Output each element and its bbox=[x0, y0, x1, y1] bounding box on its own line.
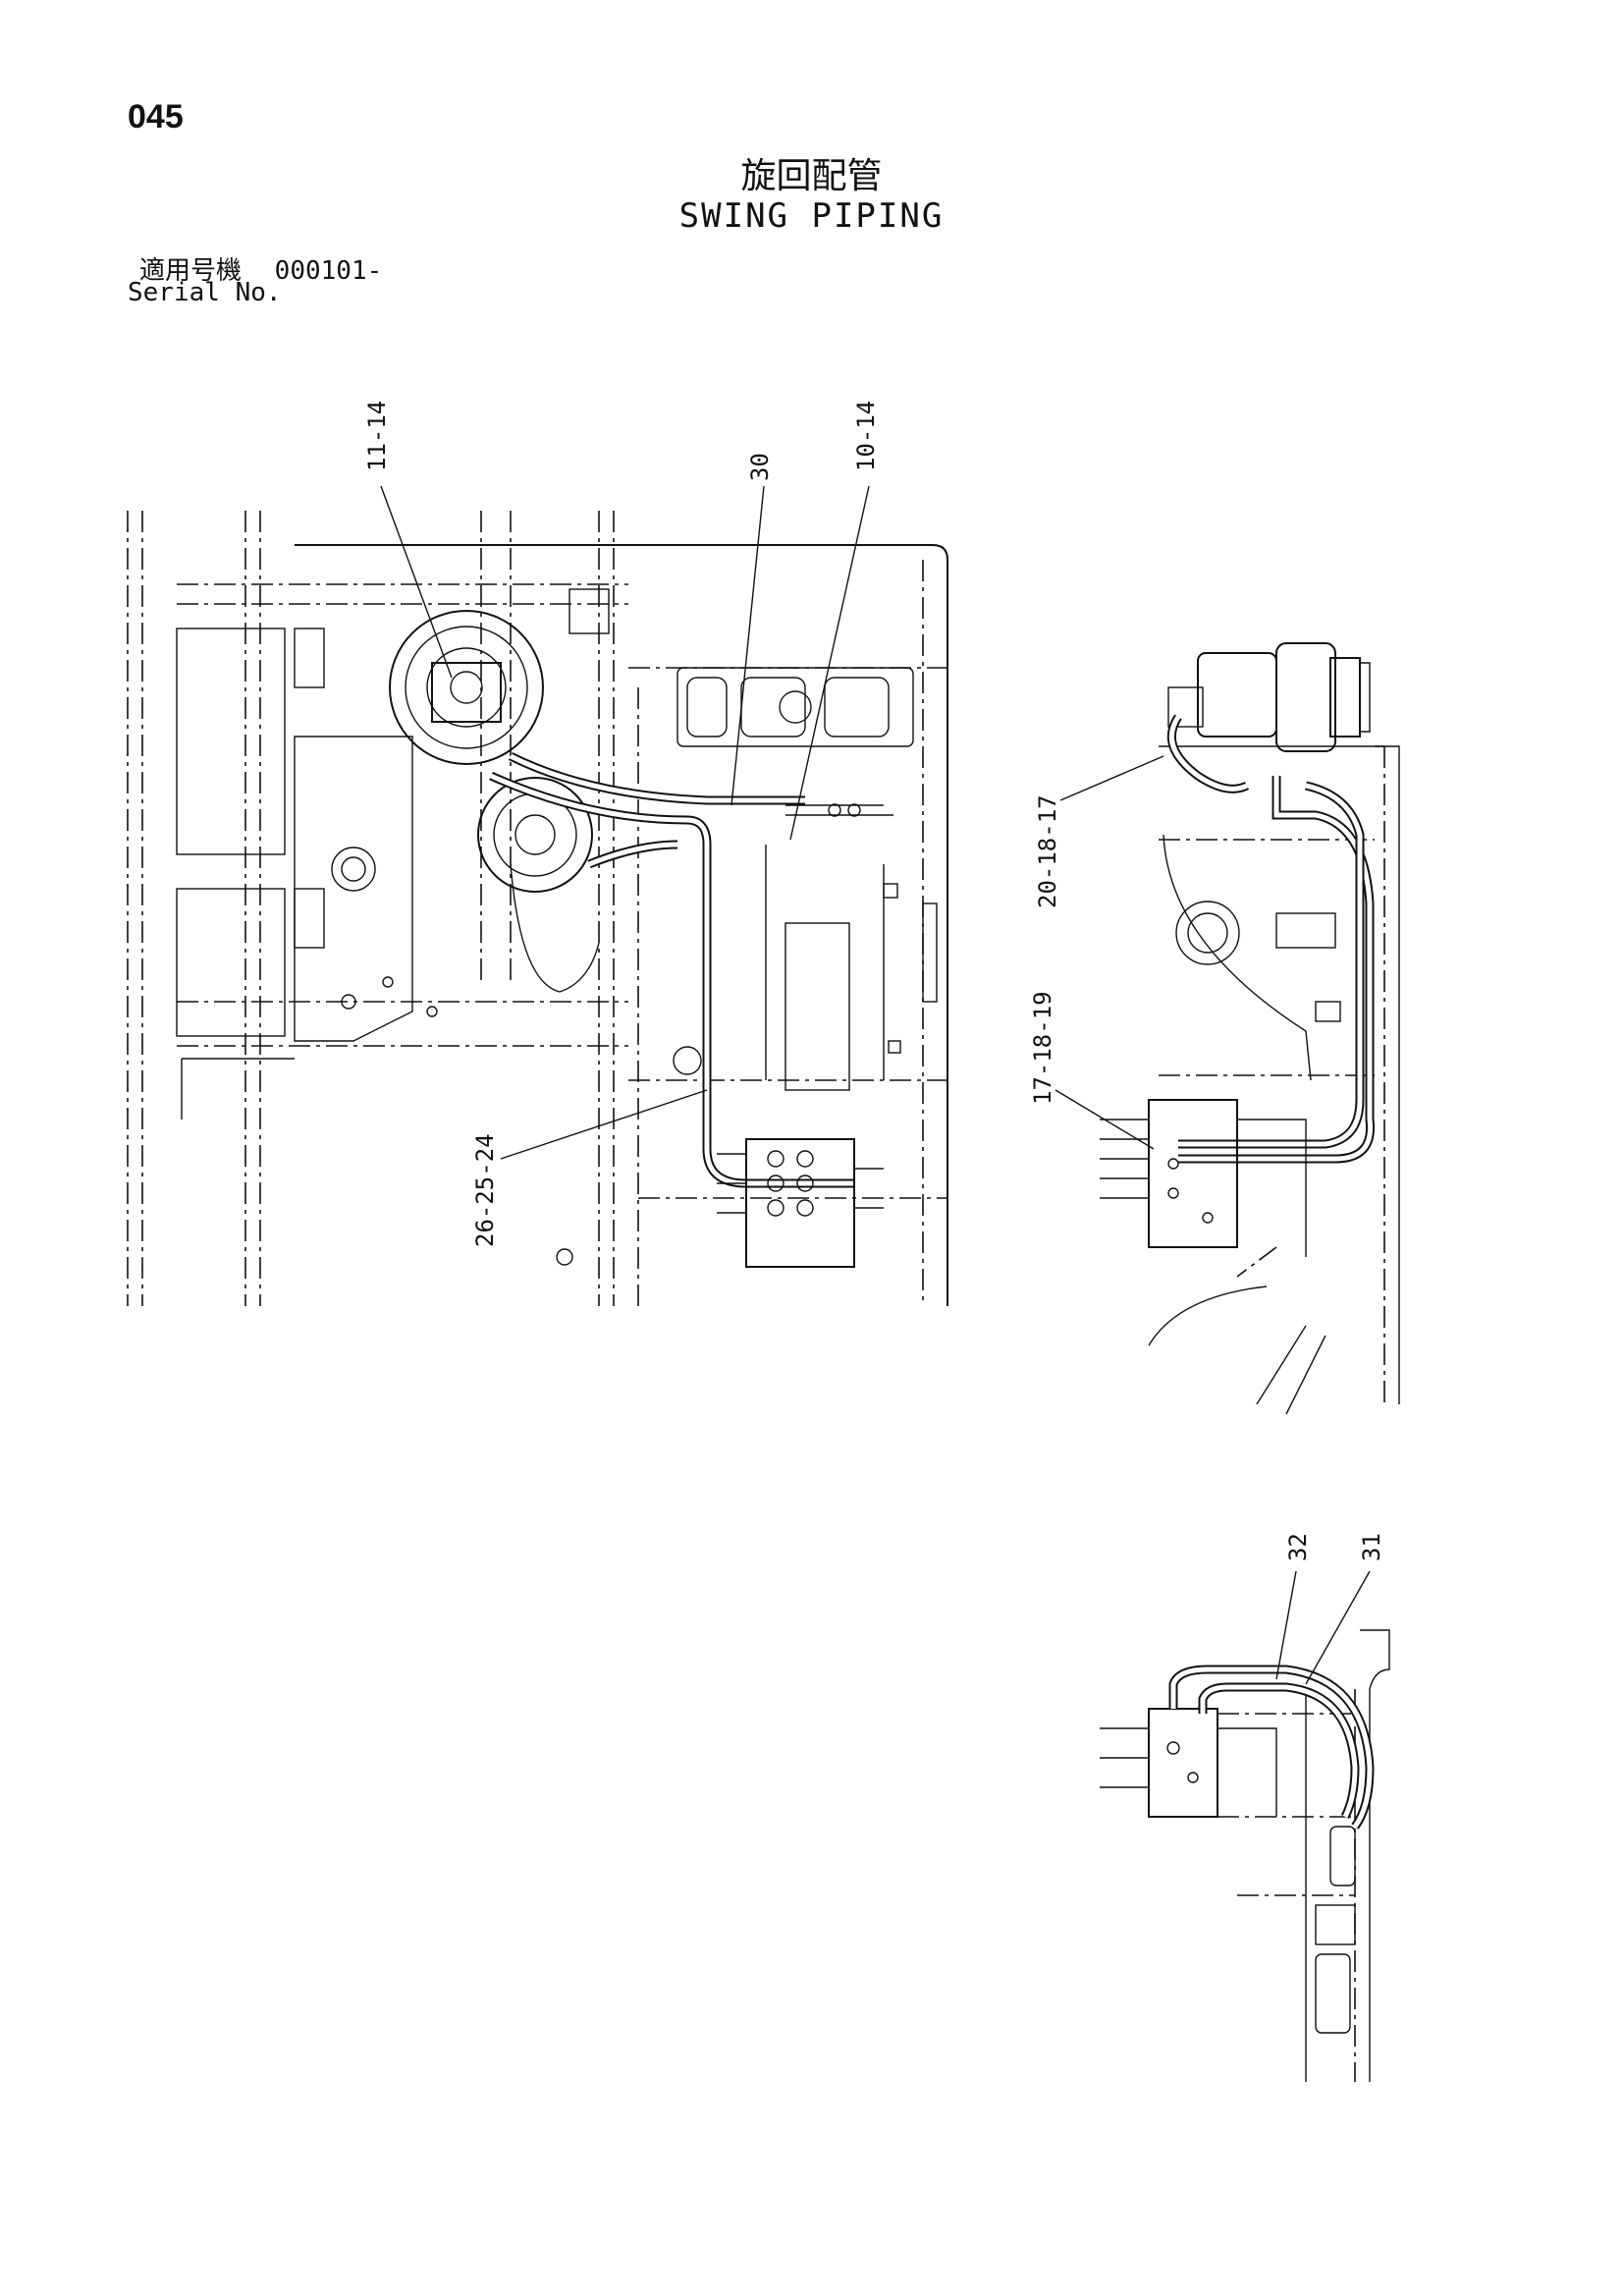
page-number: 045 bbox=[128, 98, 184, 136]
callout-30: 30 bbox=[746, 453, 774, 481]
side-view-lower bbox=[1100, 1570, 1390, 2082]
callout-31: 31 bbox=[1358, 1533, 1385, 1561]
main-view bbox=[127, 485, 948, 1306]
title-english: SWING PIPING bbox=[678, 196, 945, 236]
callout-17-18-19: 17-18-19 bbox=[1029, 991, 1056, 1105]
title-japanese: 旋回配管 bbox=[740, 156, 883, 196]
callout-26-25-24: 26-25-24 bbox=[471, 1133, 499, 1247]
serial-label-japanese: 適用号機 bbox=[139, 256, 243, 286]
serial-line-japanese: 適用号機 000101- bbox=[139, 250, 382, 287]
callout-10-14: 10-14 bbox=[852, 401, 880, 471]
serial-value: 000101- bbox=[274, 256, 383, 286]
callout-11-14: 11-14 bbox=[363, 401, 391, 471]
side-view-upper bbox=[1055, 642, 1400, 1415]
callout-20-18-17: 20-18-17 bbox=[1034, 794, 1061, 908]
serial-label-english: Serial No. bbox=[128, 278, 282, 307]
callout-32: 32 bbox=[1284, 1533, 1312, 1561]
